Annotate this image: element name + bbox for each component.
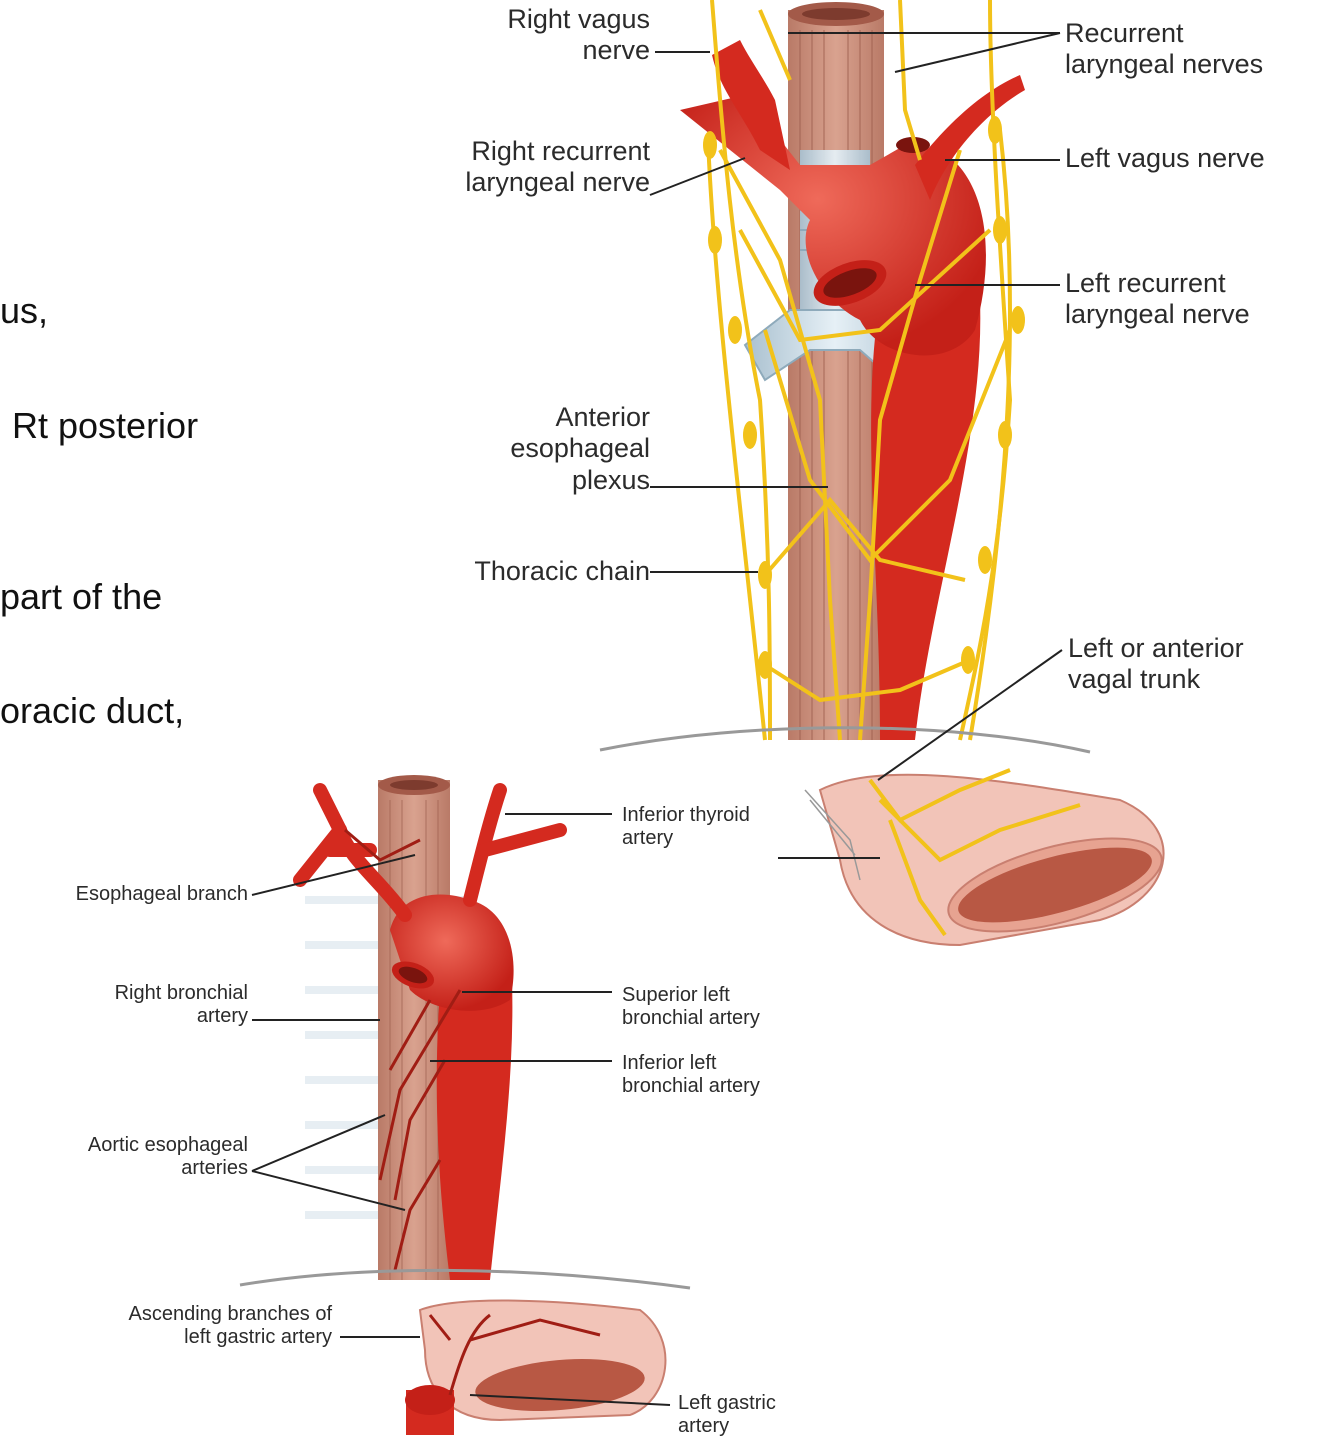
label-inferior-thyroid-artery: Inferior thyroid artery	[622, 804, 822, 850]
label-inferior-left-bronchial-artery: Inferior left bronchial artery	[622, 1052, 822, 1098]
label-thoracic-chain: Thoracic chain	[420, 556, 650, 587]
label-right-vagus-nerve: Right vagus nerve	[470, 4, 650, 67]
label-aortic-esophageal-arteries: Aortic esophageal arteries	[10, 1134, 248, 1180]
label-anterior-esophageal-plexus: Anterior esophageal plexus	[450, 402, 650, 496]
label-ascending-branches-left-gastric: Ascending branches of left gastric arter…	[20, 1303, 332, 1349]
label-right-bronchial-artery: Right bronchial artery	[10, 982, 248, 1028]
label-left-vagus-nerve: Left vagus nerve	[1065, 143, 1315, 174]
label-superior-left-bronchial-artery: Superior left bronchial artery	[622, 984, 822, 1030]
label-recurrent-laryngeal-nerves: Recurrent laryngeal nerves	[1065, 18, 1315, 81]
label-esophageal-branch: Esophageal branch	[10, 883, 248, 906]
label-left-gastric-artery: Left gastric artery	[678, 1392, 878, 1438]
label-left-or-anterior-vagal-trunk: Left or anterior vagal trunk	[1068, 633, 1313, 696]
label-right-recurrent-laryngeal-nerve: Right recurrent laryngeal nerve	[405, 136, 650, 199]
label-left-recurrent-laryngeal-nerve: Left recurrent laryngeal nerve	[1065, 268, 1315, 331]
stomach-bottom	[405, 1301, 665, 1435]
stomach-top	[805, 770, 1171, 950]
